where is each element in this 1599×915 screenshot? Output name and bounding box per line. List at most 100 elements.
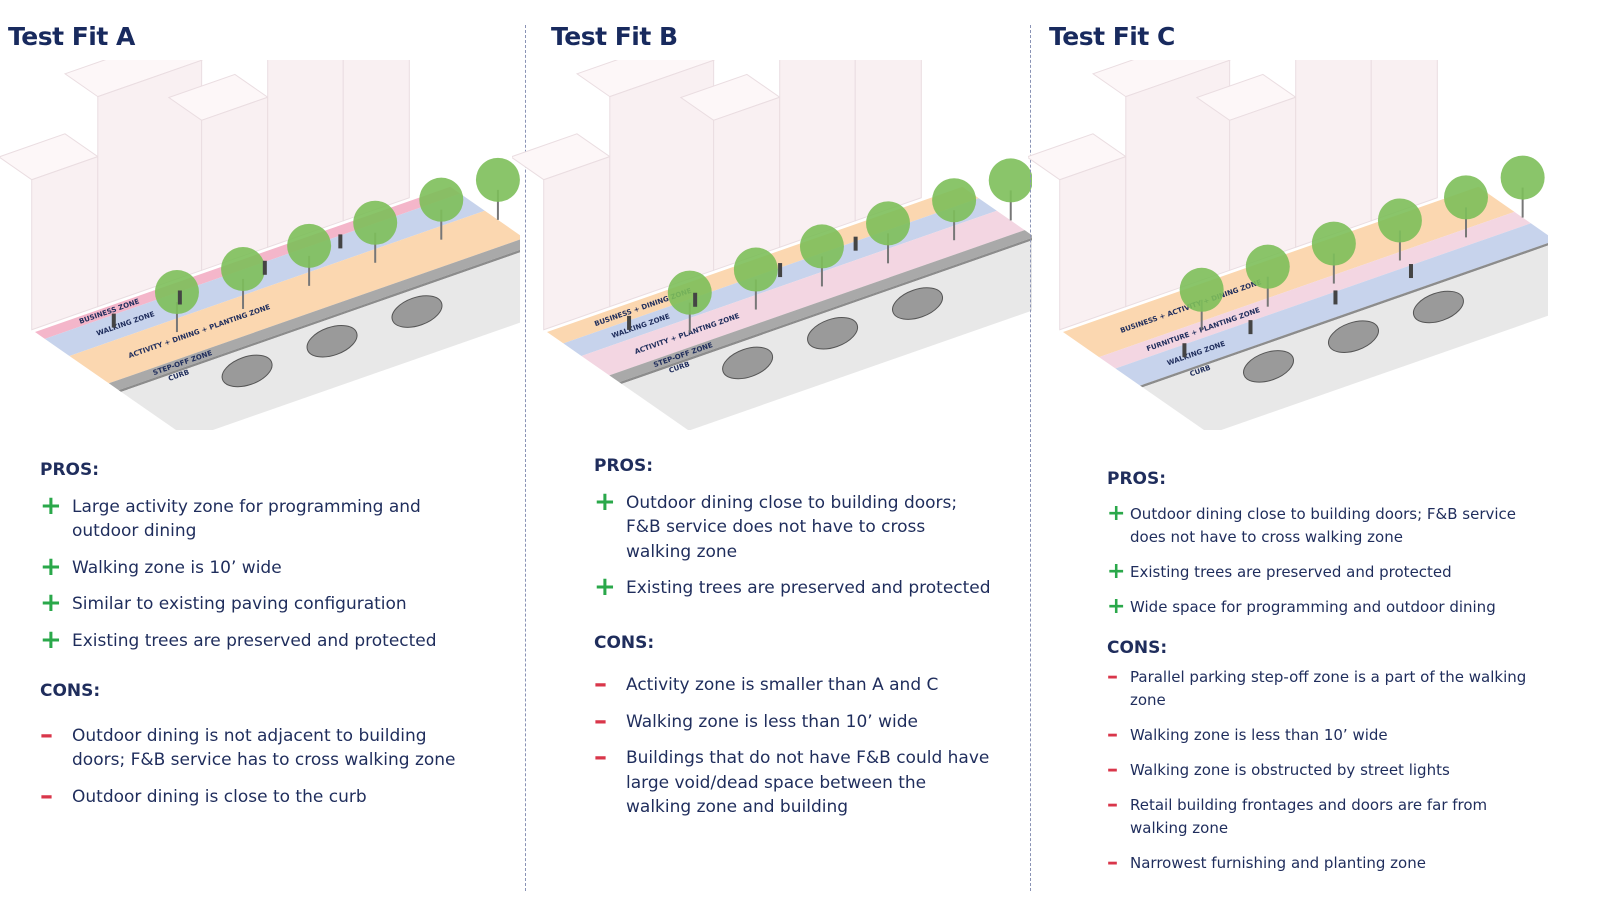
pro-item: + Outdoor dining close to building doors;… (594, 486, 994, 565)
tree-icon (667, 270, 712, 315)
pro-item: + Walking zone is 10’ wide (40, 551, 480, 582)
building (1059, 155, 1127, 331)
pros-cons: PROS: + Outdoor dining close to building … (594, 454, 994, 832)
con-item: –Walking zone is obstructed by street li… (1107, 759, 1527, 782)
building (31, 155, 99, 331)
plus-icon: + (1107, 559, 1126, 584)
curb (1140, 242, 1548, 388)
pros-heading: PROS: (1107, 469, 1167, 489)
pro-item: +Wide space for programming and outdoor … (1107, 596, 1527, 619)
person-icon (778, 263, 783, 278)
con-item: –Buildings that do not have F&B could ha… (594, 742, 994, 820)
person-icon (1333, 290, 1338, 305)
plus-icon: + (594, 486, 616, 517)
person-icon (693, 292, 698, 307)
person-icon (1408, 264, 1413, 279)
tree-icon (932, 178, 977, 223)
person-icon (177, 290, 182, 305)
person-icon (627, 315, 632, 330)
plus-icon: + (1107, 501, 1126, 526)
tree-icon (1179, 267, 1224, 312)
car-icon (1412, 290, 1464, 324)
building (1295, 60, 1372, 248)
zone-2 (1115, 223, 1548, 386)
tree-icon (1444, 175, 1488, 220)
pro-item: + Similar to existing paving configuratio… (40, 588, 480, 618)
item-text: Buildings that do not have F&B could hav… (626, 748, 990, 817)
con-item: –Narrowest furnishing and planting zone (1107, 852, 1527, 875)
building (713, 96, 781, 272)
tree-icon (221, 246, 266, 291)
plus-icon: + (40, 551, 62, 582)
plus-icon: + (40, 490, 62, 521)
con-item: –Outdoor dining is not adjacent to build… (40, 719, 480, 773)
item-text: Retail building frontages and doors are … (1130, 796, 1488, 837)
person-icon (1248, 320, 1253, 335)
zone-2 (581, 210, 1025, 376)
pros-cons: PROS: +Outdoor dining close to building … (1107, 468, 1527, 887)
con-item: –Outdoor dining is close to the curb (40, 780, 480, 811)
car-icon (807, 317, 859, 350)
tree-icon (733, 247, 778, 292)
person-icon (853, 236, 858, 251)
minus-icon: – (594, 669, 607, 699)
item-text: Parallel parking step-off zone is a part… (1130, 668, 1527, 709)
car-icon (892, 287, 943, 320)
pro-item: +Outdoor dining close to building doors;… (1107, 503, 1527, 549)
minus-icon: – (40, 719, 53, 750)
pros-cons: PROS: +Large activity zone for programmi… (40, 458, 480, 821)
con-item: –Parallel parking step-off zone is a par… (1107, 666, 1527, 712)
zone-3 (609, 230, 1032, 383)
minus-icon: – (1107, 664, 1118, 689)
car-icon (1328, 320, 1379, 353)
pro-item: +Existing trees are preserved and protec… (1107, 561, 1527, 584)
minus-icon: – (594, 742, 607, 772)
minus-icon: – (1107, 722, 1118, 747)
pro-item: +Large activity zone for programming and… (40, 490, 480, 544)
pro-item: +Existing trees are preserved and protec… (40, 627, 480, 654)
item-text: Similar to existing paving configuration (72, 594, 407, 614)
zone-2 (69, 210, 520, 384)
item-text: Outdoor dining close to building doors; … (626, 492, 958, 562)
item-text: Existing trees are preserved and protect… (1130, 563, 1452, 581)
item-text: Outdoor dining is close to the curb (72, 786, 367, 807)
building (342, 60, 410, 222)
tree-icon (1311, 221, 1356, 266)
building (1229, 96, 1297, 272)
item-text: Outdoor dining close to building doors; … (1130, 505, 1517, 546)
minus-icon: – (40, 780, 53, 811)
curb (619, 237, 1032, 384)
minus-icon: – (1107, 850, 1118, 875)
item-text: Walking zone is less than 10’ wide (1130, 726, 1388, 744)
item-text: Activity zone is smaller than A and C (626, 675, 939, 695)
tree-icon (475, 157, 520, 202)
pro-item: + Existing trees are preserved and protec… (594, 572, 994, 602)
pros-heading: PROS: (594, 456, 654, 476)
item-text: Existing trees are preserved and protect… (72, 630, 437, 651)
tree-icon (988, 158, 1032, 203)
con-item: –Retail building frontages and doors are… (1107, 794, 1527, 840)
building (779, 60, 856, 248)
panel-title: Test Fit A (8, 22, 135, 51)
building (267, 60, 344, 248)
cons-heading: CONS: (40, 681, 101, 701)
minus-icon: – (594, 705, 607, 736)
item-text: Walking zone is 10’ wide (72, 557, 282, 578)
tree-icon (1377, 198, 1422, 243)
tree-icon (799, 224, 844, 269)
zone-1 (1099, 211, 1531, 369)
building (543, 155, 611, 331)
car-icon (306, 324, 358, 358)
plus-icon: + (1107, 594, 1126, 619)
panel-title: Test Fit B (551, 22, 678, 51)
plus-icon: + (40, 588, 62, 618)
pros-heading: PROS: (40, 460, 100, 480)
streetscape-illustration: BUSINESS + ACTIVITY + DINING ZONEFURNITU… (1028, 60, 1548, 430)
building (201, 96, 269, 272)
plus-icon: + (594, 572, 616, 602)
item-text: Existing trees are preserved and protect… (626, 578, 991, 598)
tree-icon (866, 201, 911, 246)
minus-icon: – (1107, 757, 1118, 782)
